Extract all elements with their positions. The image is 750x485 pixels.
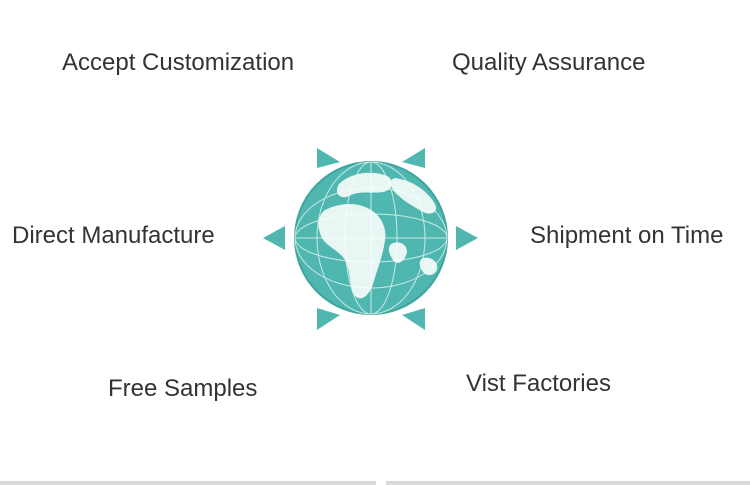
globe-graphic bbox=[263, 148, 478, 330]
globe-icon bbox=[294, 161, 448, 315]
feature-accept-customization: Accept Customization bbox=[62, 49, 295, 76]
feature-free-samples: Free Samples bbox=[108, 375, 258, 402]
divider-right bbox=[386, 481, 750, 485]
divider-left bbox=[0, 481, 376, 485]
pointer-bottom-right-icon bbox=[402, 308, 425, 330]
feature-vist-factories: Vist Factories bbox=[466, 370, 611, 397]
pointer-left-icon bbox=[263, 226, 285, 250]
pointer-top-left-icon bbox=[317, 148, 340, 168]
feature-direct-manufacture: Direct Manufacture bbox=[12, 222, 215, 249]
pointer-bottom-left-icon bbox=[317, 308, 340, 330]
feature-quality-assurance: Quality Assurance bbox=[452, 49, 646, 76]
feature-shipment-on-time: Shipment on Time bbox=[530, 222, 724, 249]
pointer-top-right-icon bbox=[402, 148, 425, 168]
pointer-right-icon bbox=[456, 226, 478, 250]
